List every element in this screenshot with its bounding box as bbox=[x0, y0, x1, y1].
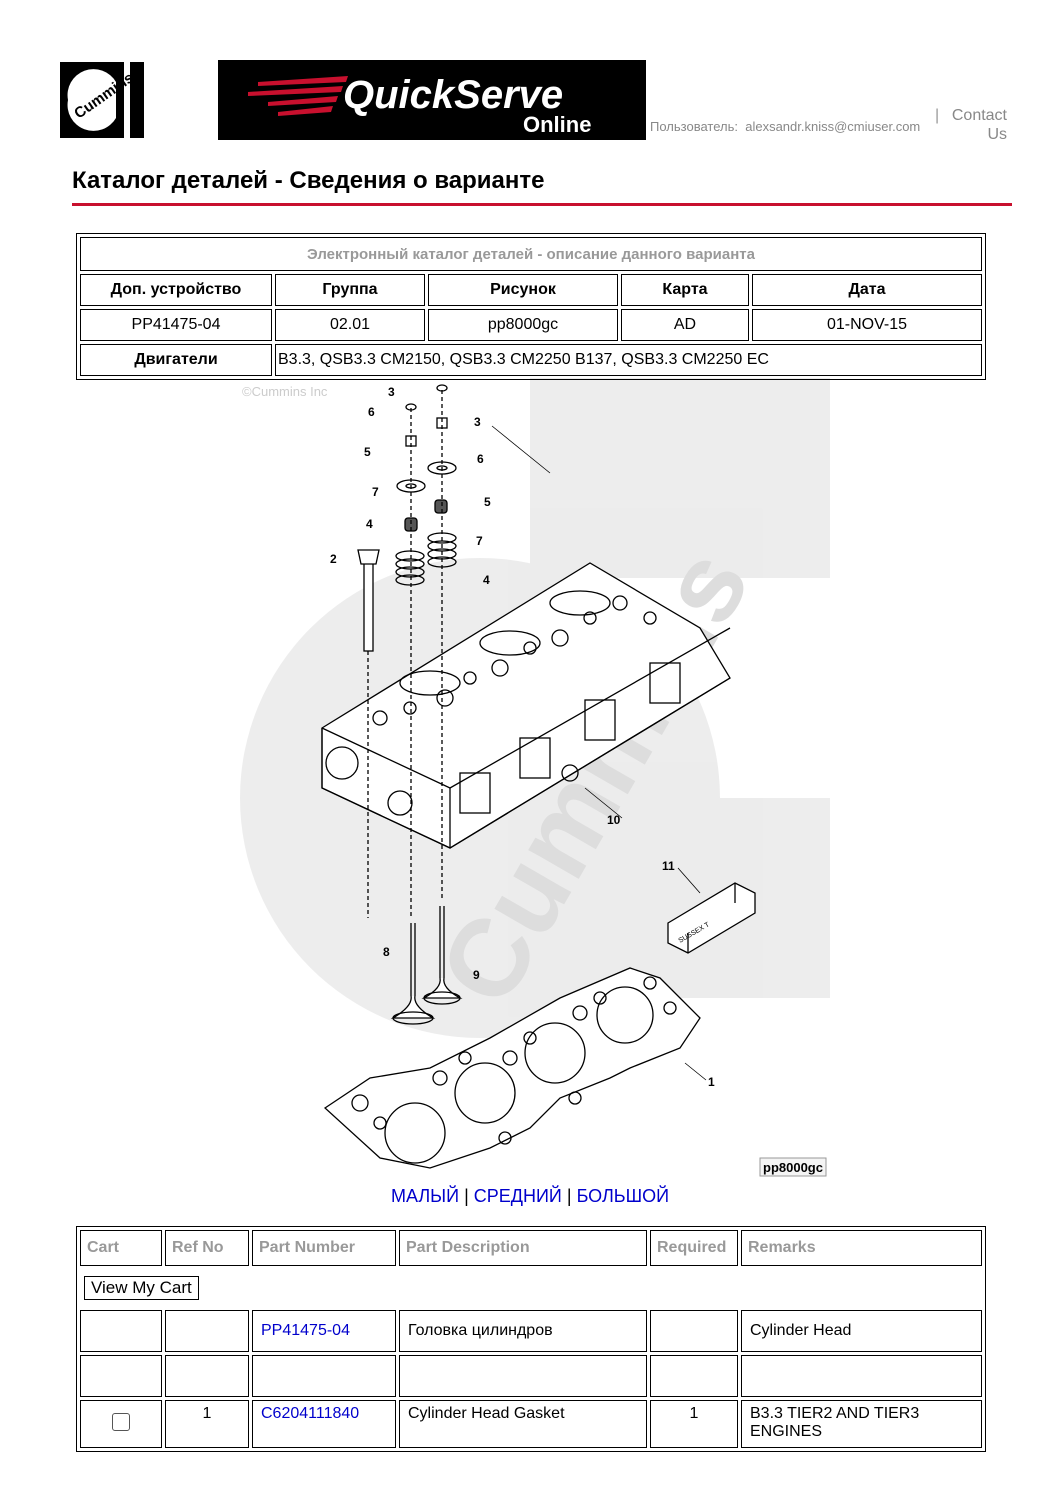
value-accessory: PP41475-04 bbox=[80, 309, 272, 341]
parts-diagram[interactable]: Cummins ©Cummins Inc bbox=[230, 378, 840, 1188]
size-sep-2: | bbox=[566, 1186, 572, 1206]
contact-us-link[interactable]: Contact Us bbox=[951, 107, 1007, 143]
part-number-cell: PP41475-04 bbox=[252, 1310, 396, 1352]
engines-label: Двигатели bbox=[80, 344, 272, 376]
header-accessory: Доп. устройство bbox=[80, 274, 272, 306]
callout-8: 8 bbox=[383, 945, 390, 959]
col-remarks: Remarks bbox=[741, 1230, 982, 1266]
callout-5b: 5 bbox=[484, 495, 491, 509]
engines-value: B3.3, QSB3.3 CM2150, QSB3.3 CM2250 B137,… bbox=[275, 344, 982, 376]
required-cell bbox=[650, 1310, 738, 1352]
cummins-logo: Cummins bbox=[58, 60, 146, 140]
col-part-description: Part Description bbox=[399, 1230, 647, 1266]
required-cell bbox=[650, 1355, 738, 1397]
variant-info-table: Электронный каталог деталей - описание д… bbox=[76, 233, 986, 380]
description-cell bbox=[399, 1355, 647, 1397]
callout-9: 9 bbox=[473, 968, 480, 982]
col-part-number: Part Number bbox=[252, 1230, 396, 1266]
remarks-cell: Cylinder Head bbox=[741, 1310, 982, 1352]
cart-cell bbox=[80, 1355, 162, 1397]
table-row: PP41475-04 Головка цилиндров Cylinder He… bbox=[80, 1310, 982, 1352]
quickserve-online-text: Online bbox=[523, 112, 591, 137]
size-medium-link[interactable]: СРЕДНИЙ bbox=[473, 1186, 562, 1206]
part-number-cell: C6204111840 bbox=[252, 1400, 396, 1448]
callout-7b: 7 bbox=[476, 534, 483, 548]
size-large-link[interactable]: БОЛЬШОЙ bbox=[576, 1186, 670, 1206]
required-cell: 1 bbox=[650, 1400, 738, 1448]
col-ref-no: Ref No bbox=[165, 1230, 249, 1266]
diagram-size-links: МАЛЫЙ | СРЕДНИЙ | БОЛЬШОЙ bbox=[0, 1186, 1060, 1207]
description-cell: Cylinder Head Gasket bbox=[399, 1400, 647, 1448]
callout-2: 2 bbox=[330, 552, 337, 566]
part-number-link[interactable]: PP41475-04 bbox=[261, 1322, 350, 1339]
value-group: 02.01 bbox=[275, 309, 425, 341]
callout-4a: 4 bbox=[366, 517, 373, 531]
figure-id-label: pp8000gc bbox=[763, 1160, 823, 1175]
quickserve-logo[interactable]: QuickServe Online bbox=[218, 60, 646, 140]
variant-table-caption: Электронный каталог деталей - описание д… bbox=[80, 237, 982, 271]
user-info: Пользователь: alexsandr.kniss@cmiuser.co… bbox=[650, 119, 920, 134]
value-date: 01-NOV-15 bbox=[752, 309, 982, 341]
cart-cell bbox=[80, 1310, 162, 1352]
part-number-cell bbox=[252, 1355, 396, 1397]
remarks-cell: B3.3 TIER2 AND TIER3 ENGINES bbox=[741, 1400, 982, 1448]
quickserve-logo-text: QuickServe bbox=[343, 73, 563, 117]
value-figure: pp8000gc bbox=[428, 309, 618, 341]
callout-3b: 3 bbox=[474, 415, 481, 429]
callout-4b: 4 bbox=[483, 573, 490, 587]
value-map: AD bbox=[621, 309, 749, 341]
size-sep-1: | bbox=[464, 1186, 469, 1206]
header-group: Группа bbox=[275, 274, 425, 306]
callout-10: 10 bbox=[607, 813, 621, 827]
callout-6b: 6 bbox=[477, 452, 484, 466]
ref-cell bbox=[165, 1355, 249, 1397]
callout-5a: 5 bbox=[364, 445, 371, 459]
cart-row: View My Cart bbox=[80, 1269, 982, 1307]
header-date: Дата bbox=[752, 274, 982, 306]
contact-block: | Contact Us bbox=[935, 106, 1007, 144]
page-title: Каталог деталей - Сведения о варианте bbox=[72, 167, 545, 194]
col-required: Required bbox=[650, 1230, 738, 1266]
add-to-cart-checkbox[interactable] bbox=[112, 1412, 130, 1431]
view-cart-button[interactable]: View My Cart bbox=[84, 1276, 199, 1300]
header-map: Карта bbox=[621, 274, 749, 306]
col-cart: Cart bbox=[80, 1230, 162, 1266]
callout-11: 11 bbox=[662, 859, 675, 873]
ref-cell bbox=[165, 1310, 249, 1352]
callout-6a: 6 bbox=[368, 405, 375, 419]
title-divider bbox=[72, 203, 1012, 206]
table-row: 1 C6204111840 Cylinder Head Gasket 1 B3.… bbox=[80, 1400, 982, 1448]
size-small-link[interactable]: МАЛЫЙ bbox=[390, 1186, 460, 1206]
copyright-text: ©Cummins Inc bbox=[242, 384, 328, 399]
ref-cell: 1 bbox=[165, 1400, 249, 1448]
user-label: Пользователь: bbox=[650, 119, 738, 134]
user-email: alexsandr.kniss@cmiuser.com bbox=[745, 119, 921, 134]
header-separator: | bbox=[935, 107, 940, 124]
callout-1: 1 bbox=[708, 1075, 715, 1089]
callout-3a: 3 bbox=[388, 385, 395, 399]
callout-7a: 7 bbox=[372, 485, 379, 499]
header-figure: Рисунок bbox=[428, 274, 618, 306]
table-row bbox=[80, 1355, 982, 1397]
part-number-link[interactable]: C6204111840 bbox=[261, 1405, 360, 1422]
cart-cell bbox=[80, 1400, 162, 1448]
description-cell: Головка цилиндров bbox=[399, 1310, 647, 1352]
remarks-cell bbox=[741, 1355, 982, 1397]
parts-table: Cart Ref No Part Number Part Description… bbox=[76, 1226, 986, 1452]
